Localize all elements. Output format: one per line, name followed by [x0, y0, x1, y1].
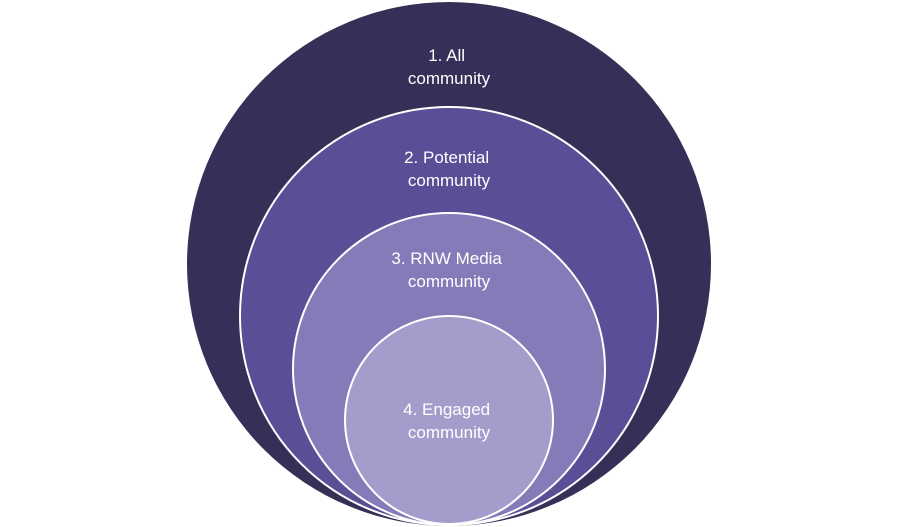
label-level-2: 2. Potential community	[404, 148, 494, 190]
label-level-1: 1. All community	[408, 46, 491, 88]
label-level-2-line-2: community	[408, 171, 491, 190]
label-level-4-line-2: community	[408, 423, 491, 442]
label-level-2-line-1: 2. Potential	[404, 148, 489, 167]
level-4-engaged-community: 4. Engaged community	[344, 315, 554, 525]
label-level-1-line-1: 1. All	[428, 46, 465, 65]
label-level-3-line-1: 3. RNW Media	[391, 249, 502, 268]
label-level-3: 3. RNW Media community	[391, 249, 506, 291]
label-level-3-line-2: community	[408, 272, 491, 291]
label-level-4: 4. Engaged community	[403, 400, 495, 442]
circle-level-4	[344, 315, 554, 525]
label-level-4-line-1: 4. Engaged	[403, 400, 490, 419]
label-level-1-line-2: community	[408, 69, 491, 88]
